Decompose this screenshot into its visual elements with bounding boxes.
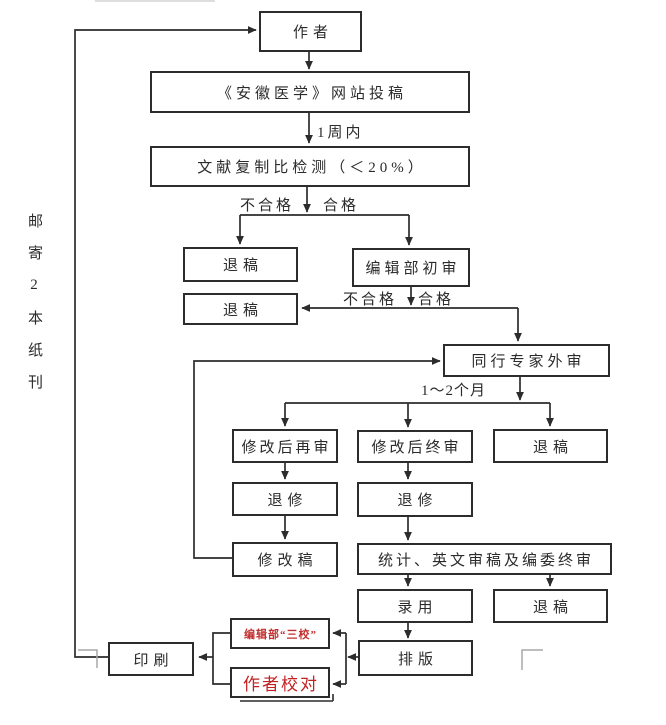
edge-print-author <box>74 26 257 658</box>
node-accept: 录用 <box>357 589 473 623</box>
node-editor-three-proofs: 编辑部“三校” <box>230 618 330 649</box>
node-return-for-revision-2: 退修 <box>357 482 473 517</box>
node-reject-4: 退稿 <box>493 589 608 623</box>
label-fail-2: 不合格 <box>343 292 398 308</box>
node-website-submission: 《安徽医学》网站投稿 <box>150 71 470 113</box>
node-reject-1: 退稿 <box>183 247 298 282</box>
node-peer-external-review: 同行专家外审 <box>443 344 610 377</box>
node-typesetting: 排版 <box>358 640 473 676</box>
node-reject-3: 退稿 <box>493 429 608 463</box>
label-one-to-two-months: 1～2个月 <box>421 383 487 399</box>
side-note-mail-copies: 邮寄2本纸刊 <box>26 213 42 406</box>
node-plagiarism-check: 文献复制比检测（＜20%） <box>150 146 470 187</box>
label-pass-1: 合格 <box>323 198 360 214</box>
node-author: 作者 <box>259 11 362 52</box>
label-within-one-week: 1周内 <box>317 125 364 141</box>
label-pass-2: 合格 <box>418 292 455 308</box>
node-reject-2: 退稿 <box>183 293 298 325</box>
grey-corner-right <box>521 649 543 670</box>
node-printing: 印刷 <box>108 642 194 676</box>
node-author-proofreading: 作者校对 <box>230 667 330 698</box>
grey-corner-left <box>78 649 98 668</box>
label-fail-1: 不合格 <box>240 198 295 214</box>
node-revised-manuscript: 修改稿 <box>232 542 338 577</box>
bracket-left <box>212 632 230 685</box>
node-revise-recheck: 修改后再审 <box>232 429 338 463</box>
node-stats-english-board-final: 统计、英文审稿及编委终审 <box>357 543 612 575</box>
node-return-for-revision-1: 退修 <box>232 482 338 516</box>
node-revise-final-review: 修改后终审 <box>357 430 473 463</box>
node-editorial-initial-review: 编辑部初审 <box>352 248 470 287</box>
edge-revised-external <box>193 357 441 559</box>
